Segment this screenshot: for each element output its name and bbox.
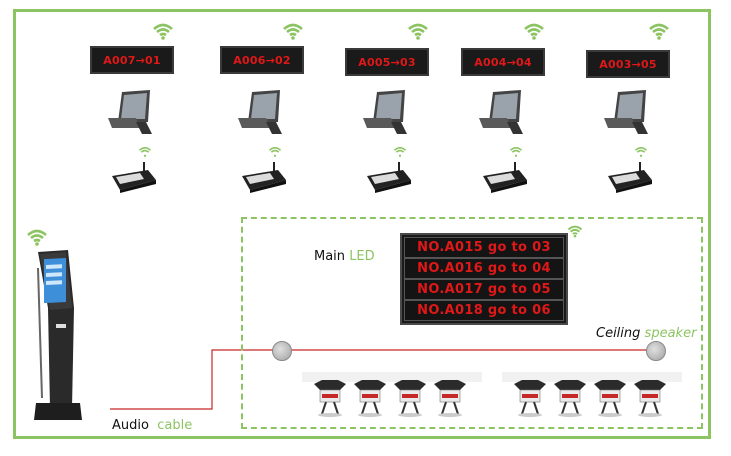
chair-icon [514, 380, 546, 417]
speaker-icon [646, 341, 666, 361]
audio-cable-label: Audio cable [112, 418, 192, 433]
main-led-display: NO.A015 go to 03 NO.A016 go to 04 NO.A01… [400, 233, 568, 325]
main-led-label: Main LED [314, 249, 375, 264]
chair-icon [314, 380, 346, 417]
chair-icon [594, 380, 626, 417]
main-led-row: NO.A015 go to 03 [404, 237, 564, 258]
ceiling-speaker-label: Ceiling speaker [596, 326, 696, 341]
main-led-row: NO.A016 go to 04 [404, 258, 564, 279]
chair-icon [554, 380, 586, 417]
chair-icon [394, 380, 426, 417]
main-led-row: NO.A018 go to 06 [404, 300, 564, 321]
main-led-row: NO.A017 go to 05 [404, 279, 564, 300]
wifi-icon [567, 224, 583, 238]
chair-icon [634, 380, 666, 417]
chair-icon [434, 380, 466, 417]
speaker-icon [272, 341, 292, 361]
chair-icon [354, 380, 386, 417]
waiting-seats [302, 370, 686, 420]
